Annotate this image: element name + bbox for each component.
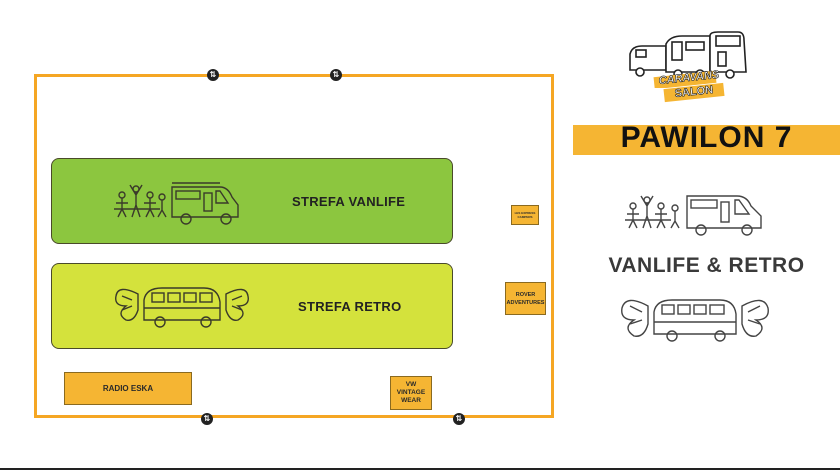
booth-rover-label-line2: ADVENTURES bbox=[506, 299, 545, 306]
booth-campers-label-line2: CAMPERS bbox=[517, 215, 533, 219]
title-highlight-bar bbox=[573, 125, 840, 155]
pavilion-title: PAWILON 7 bbox=[620, 121, 793, 154]
door-icon: ⇅ bbox=[207, 69, 219, 81]
booth-campers[interactable]: LES EXPRESS CAMPERS bbox=[511, 205, 539, 225]
zone-vanlife[interactable]: STREFA VANLIFE bbox=[51, 158, 453, 244]
booth-vw-label-line1: VW bbox=[405, 381, 417, 388]
door-icon: ⇅ bbox=[201, 413, 213, 425]
people-and-van-icon bbox=[625, 195, 762, 236]
zone-vanlife-label: STREFA VANLIFE bbox=[292, 194, 406, 209]
bottom-divider bbox=[0, 468, 840, 470]
booth-rover-adventures[interactable]: ROVER ADVENTURES bbox=[505, 282, 546, 315]
door-icon: ⇅ bbox=[330, 69, 342, 81]
zone-retro[interactable]: STREFA RETRO bbox=[51, 263, 453, 349]
caravans-salon-logo-vehicles-icon bbox=[629, 31, 747, 88]
vw-bus-with-wings-icon bbox=[115, 287, 249, 328]
door-icon: ⇅ bbox=[453, 413, 465, 425]
vw-bus-with-wings-icon bbox=[621, 299, 769, 342]
booth-rover-label-line1: ROVER bbox=[515, 291, 536, 298]
legend-title: VANLIFE & RETRO bbox=[608, 254, 805, 277]
pavilion-floor-outline bbox=[34, 74, 554, 418]
booth-vw-label-line2: VINTAGE bbox=[396, 389, 426, 396]
booth-vw-vintage-wear[interactable]: VW VINTAGE WEAR bbox=[390, 376, 432, 410]
people-and-van-icon bbox=[114, 182, 239, 225]
booth-radio-eska[interactable]: RADIO ESKA bbox=[64, 372, 192, 405]
booth-campers-label-line1: LES EXPRESS bbox=[514, 211, 536, 215]
zone-retro-label: STREFA RETRO bbox=[298, 299, 402, 314]
booth-vw-label-line3: WEAR bbox=[401, 397, 421, 404]
booth-radio-eska-label: RADIO ESKA bbox=[102, 384, 154, 393]
